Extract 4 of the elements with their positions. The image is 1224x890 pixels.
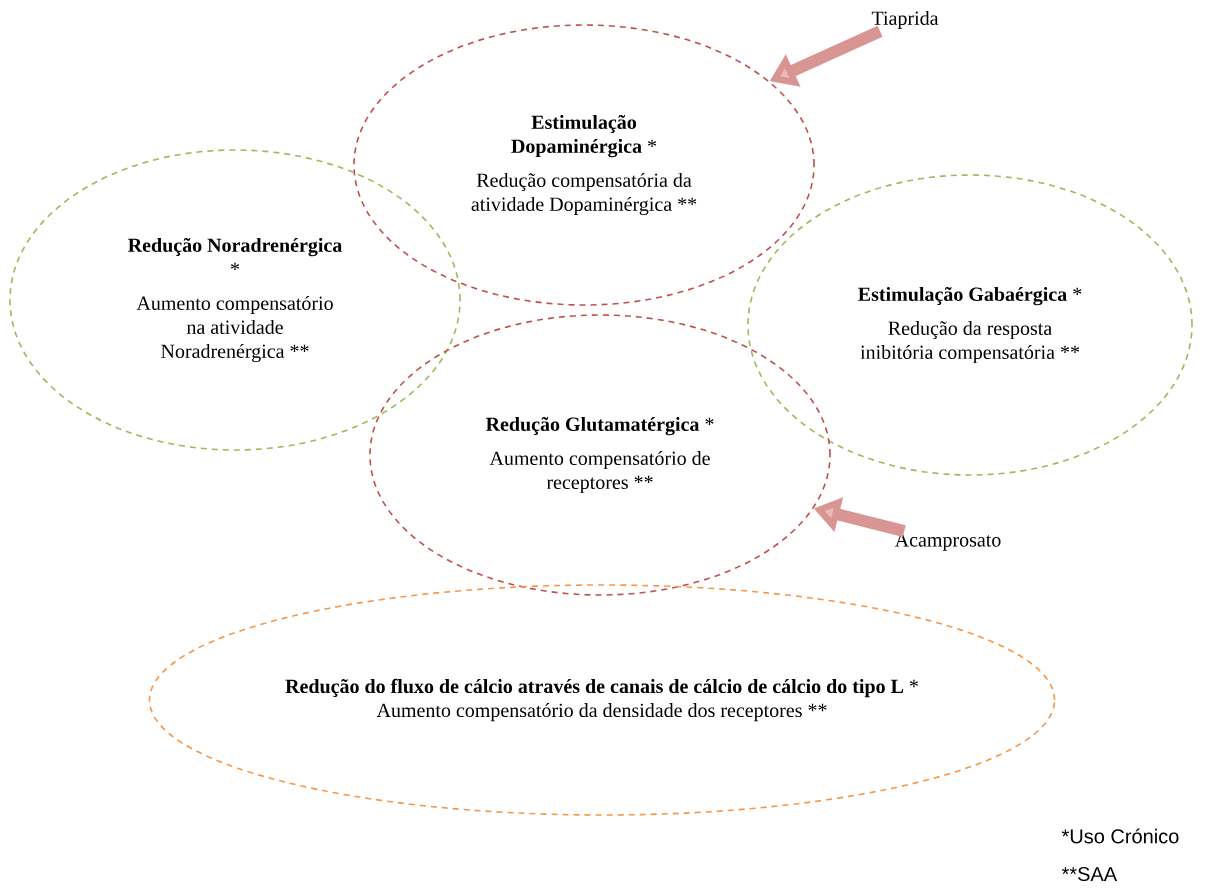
legend-note: *Uso Crónico [1061, 828, 1179, 844]
drug-name: Tiaprida [871, 10, 939, 30]
legend-note: **SAA [1061, 866, 1118, 882]
drug-name: Acamprosato [894, 533, 1001, 551]
